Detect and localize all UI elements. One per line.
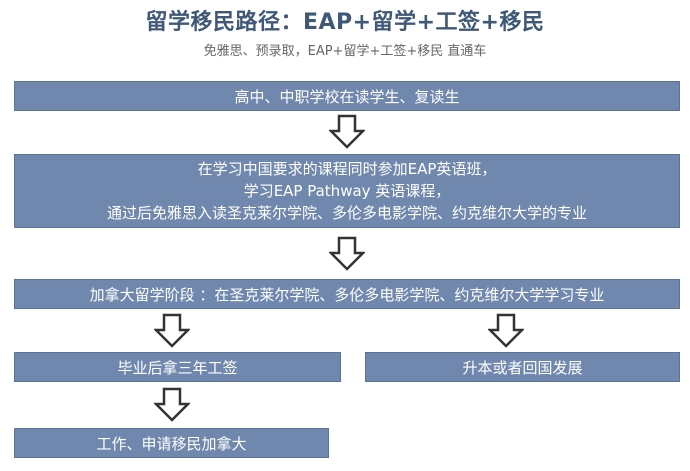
down-arrow-icon (154, 313, 190, 348)
step-box-study-canada: 加拿大留学阶段 ：在圣克莱尔学院、多伦多电影学院、约克维尔大学学习专业 (14, 279, 680, 309)
page-subtitle: 免雅思、预录取，EAP+留学+工签+移民 直通车 (203, 44, 487, 59)
step-box-upgrade-return: 升本或者回国发展 (365, 352, 680, 382)
down-arrow-icon (329, 236, 365, 271)
step-box-eap: 在学习中国要求的课程同时参加EAP英语班， 学习EAP Pathway 英语课程… (14, 154, 680, 228)
step-box-work-permit: 毕业后拿三年工签 (14, 352, 341, 382)
down-arrow-icon (488, 313, 524, 348)
step-box-immigration-label: 工作、申请移民加拿大 (96, 434, 247, 453)
down-arrow-icon (154, 387, 190, 422)
step-box-upgrade-return-label: 升本或者回国发展 (462, 358, 583, 377)
step-box-students-label: 高中、中职学校在读学生、复读生 (234, 87, 460, 106)
step-box-eap-line2: 学习EAP Pathway 英语课程， (243, 182, 451, 200)
down-arrow-icon (329, 114, 365, 149)
step-box-eap-line3: 通过后免雅思入读圣克莱尔学院、多伦多电影学院、约克维尔大学的专业 (106, 204, 587, 222)
step-box-study-canada-label: 加拿大留学阶段 ：在圣克莱尔学院、多伦多电影学院、约克维尔大学学习专业 (89, 285, 605, 304)
step-box-eap-line1: 在学习中国要求的课程同时参加EAP英语班， (197, 160, 497, 178)
page-title: 留学移民路径：EAP+留学+工签+移民 (145, 10, 545, 35)
step-box-students: 高中、中职学校在读学生、复读生 (14, 81, 680, 111)
step-box-immigration: 工作、申请移民加拿大 (14, 428, 329, 458)
step-box-work-permit-label: 毕业后拿三年工签 (117, 358, 238, 377)
